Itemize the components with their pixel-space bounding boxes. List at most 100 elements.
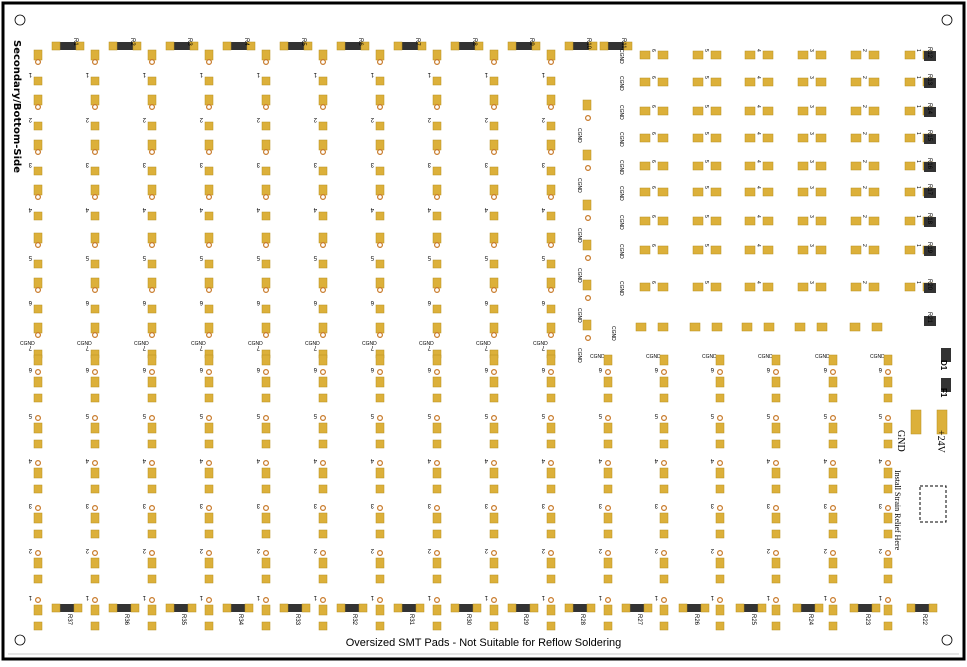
pad-number: 3: [541, 161, 545, 167]
via: [584, 335, 591, 342]
via: [772, 596, 779, 603]
pad: [147, 232, 157, 244]
pad: [850, 187, 862, 197]
ground-label: CGND: [610, 326, 616, 341]
pad: [147, 76, 157, 86]
pad: [147, 166, 157, 176]
ground-label: CGND: [576, 128, 582, 143]
pad: [904, 161, 916, 171]
ground-label: CGND: [248, 341, 263, 347]
pad-number: 3: [808, 105, 814, 108]
pad: [375, 76, 385, 86]
pad: [489, 166, 499, 176]
via: [604, 415, 611, 422]
pad: [546, 529, 556, 539]
pad: [710, 50, 722, 60]
pad-number: 2: [427, 547, 431, 553]
pad: [883, 422, 893, 434]
pad-number: 2: [484, 116, 488, 122]
pad: [90, 557, 100, 569]
pad: [762, 187, 774, 197]
pad-number: 6: [650, 215, 656, 218]
pad: [657, 187, 669, 197]
pad-number: 4: [654, 457, 658, 463]
pad: [33, 621, 43, 631]
pad-number: 2: [85, 547, 89, 553]
pad: [33, 277, 43, 289]
pad-number: 5: [598, 412, 602, 418]
pad: [90, 322, 100, 334]
via: [263, 369, 270, 376]
right-resistor: [924, 51, 936, 61]
footer-note: Oversized SMT Pads - Not Suitable for Re…: [345, 637, 622, 649]
pad-number: 2: [28, 547, 32, 553]
ground-label: CGND: [618, 215, 624, 230]
pad: [261, 557, 271, 569]
pad: [33, 304, 43, 314]
bottom-resistor-label: R31: [408, 614, 414, 626]
ground-label: CGND: [618, 132, 624, 147]
pad: [828, 393, 838, 403]
via: [149, 287, 156, 294]
pad: [883, 467, 893, 479]
top-resistor: [231, 42, 247, 50]
right-resistor: [924, 162, 936, 172]
pad: [657, 77, 669, 87]
pad: [546, 184, 556, 196]
via: [320, 596, 327, 603]
bottom-resistor: [288, 604, 302, 612]
pad-number: 1: [28, 594, 32, 600]
pad: [204, 166, 214, 176]
bottom-resistor: [345, 604, 359, 612]
pad-number: 6: [650, 160, 656, 163]
pad-number: 5: [703, 160, 709, 163]
ground-label: CGND: [815, 354, 830, 360]
pad: [771, 376, 781, 388]
pad: [883, 354, 893, 366]
pad: [303, 41, 313, 51]
pad: [204, 76, 214, 86]
pad: [849, 603, 859, 613]
pad-number: 1: [598, 594, 602, 600]
via: [149, 369, 156, 376]
pad-number: 2: [766, 547, 770, 553]
top-resistor-label: R6: [357, 38, 363, 46]
via: [716, 415, 723, 422]
pad: [603, 604, 613, 616]
via: [91, 505, 98, 512]
pad-number: 3: [370, 161, 374, 167]
pad: [204, 211, 214, 221]
pad: [692, 216, 704, 226]
pad: [871, 322, 883, 332]
pad: [771, 621, 781, 631]
mounting-hole: [14, 14, 26, 26]
pad: [474, 41, 484, 51]
via: [320, 369, 327, 376]
pad-number: 4: [142, 457, 146, 463]
bottom-resistor-label: R37: [66, 614, 72, 626]
pad: [489, 512, 499, 524]
pad: [546, 467, 556, 479]
pad: [261, 439, 271, 449]
pad: [814, 603, 824, 613]
pad-number: 1: [313, 594, 317, 600]
pad: [659, 621, 669, 631]
pad-number: 4: [755, 49, 761, 52]
pad: [90, 604, 100, 616]
via: [829, 369, 836, 376]
pad: [849, 322, 861, 332]
pad: [489, 393, 499, 403]
pad: [868, 216, 880, 226]
pad: [204, 604, 214, 616]
via: [434, 549, 441, 556]
pad: [639, 245, 651, 255]
right-resistor-label: R17: [926, 184, 932, 196]
pad-number: 3: [808, 281, 814, 284]
pad: [715, 354, 725, 366]
pad-number: 3: [808, 76, 814, 79]
pad: [147, 184, 157, 196]
pad: [90, 184, 100, 196]
pad: [850, 50, 862, 60]
bottom-resistor-label: R30: [465, 614, 471, 626]
pad: [51, 41, 61, 51]
